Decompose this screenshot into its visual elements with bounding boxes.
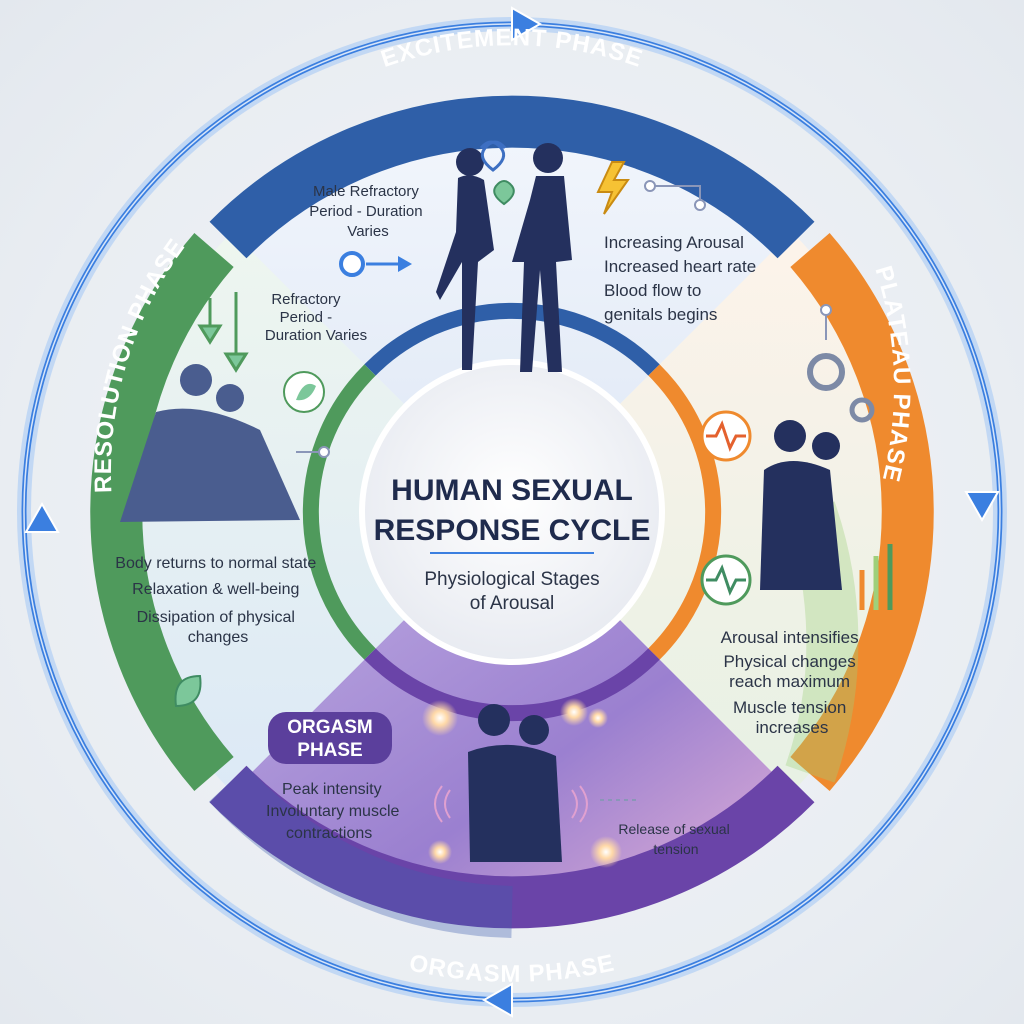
- heartbeat-icon: [700, 410, 752, 606]
- connector-dots: [820, 304, 832, 340]
- inner-ring: [302, 302, 722, 722]
- couple-kissing-icon: [468, 704, 562, 862]
- center-hub: [359, 359, 665, 665]
- excitement-notes: Increasing Arousal Increased heart rate …: [604, 233, 761, 324]
- refractory-note: Refractory Period - Duration Varies: [265, 291, 367, 344]
- couple-embracing-icon: [760, 420, 842, 590]
- orgasm-badge-line1: ORGASM: [287, 717, 373, 738]
- center-title-line2: RESPONSE CYCLE: [374, 514, 651, 547]
- heart-icon: [479, 140, 515, 206]
- couple-resting-icon: [120, 364, 300, 522]
- plateau-notes: Arousal intensifies Physical changes rea…: [721, 628, 864, 737]
- refractory-arrow-icon: [339, 251, 412, 277]
- center-subtitle-line2: of Arousal: [470, 593, 555, 614]
- vibration-waves-icon: [434, 785, 636, 823]
- center-subtitle-line1: Physiological Stages: [424, 569, 599, 590]
- rising-arrows-icon: [859, 544, 893, 610]
- cycle-arrow-icon: [24, 6, 1000, 1018]
- connector-dots: [644, 180, 706, 211]
- couple-holding-hands-icon: [436, 143, 572, 372]
- gear-icon: [807, 353, 875, 423]
- orgasm-phase-label: ORGASM PHASE: [407, 949, 617, 987]
- down-arrow-icon: [197, 292, 249, 373]
- male-refractory-note: Male Refractory Period - Duration Varies: [309, 183, 427, 240]
- connector-dots: [296, 446, 330, 458]
- sparkle-icon: [422, 698, 622, 868]
- orgasm-notes: Peak intensity Involuntary muscle contra…: [266, 781, 404, 842]
- orgasm-badge-line2: PHASE: [297, 740, 362, 761]
- orgasm-badge: ORGASM PHASE: [268, 712, 392, 764]
- leaf-icon: [174, 371, 325, 708]
- release-note: Release of sexual tension: [618, 821, 733, 857]
- resolution-notes: Body returns to normal state Relaxation …: [115, 555, 320, 646]
- lightning-icon: [596, 161, 630, 215]
- phase-bands: [90, 95, 934, 929]
- center-title-line1: HUMAN SEXUAL: [391, 474, 633, 507]
